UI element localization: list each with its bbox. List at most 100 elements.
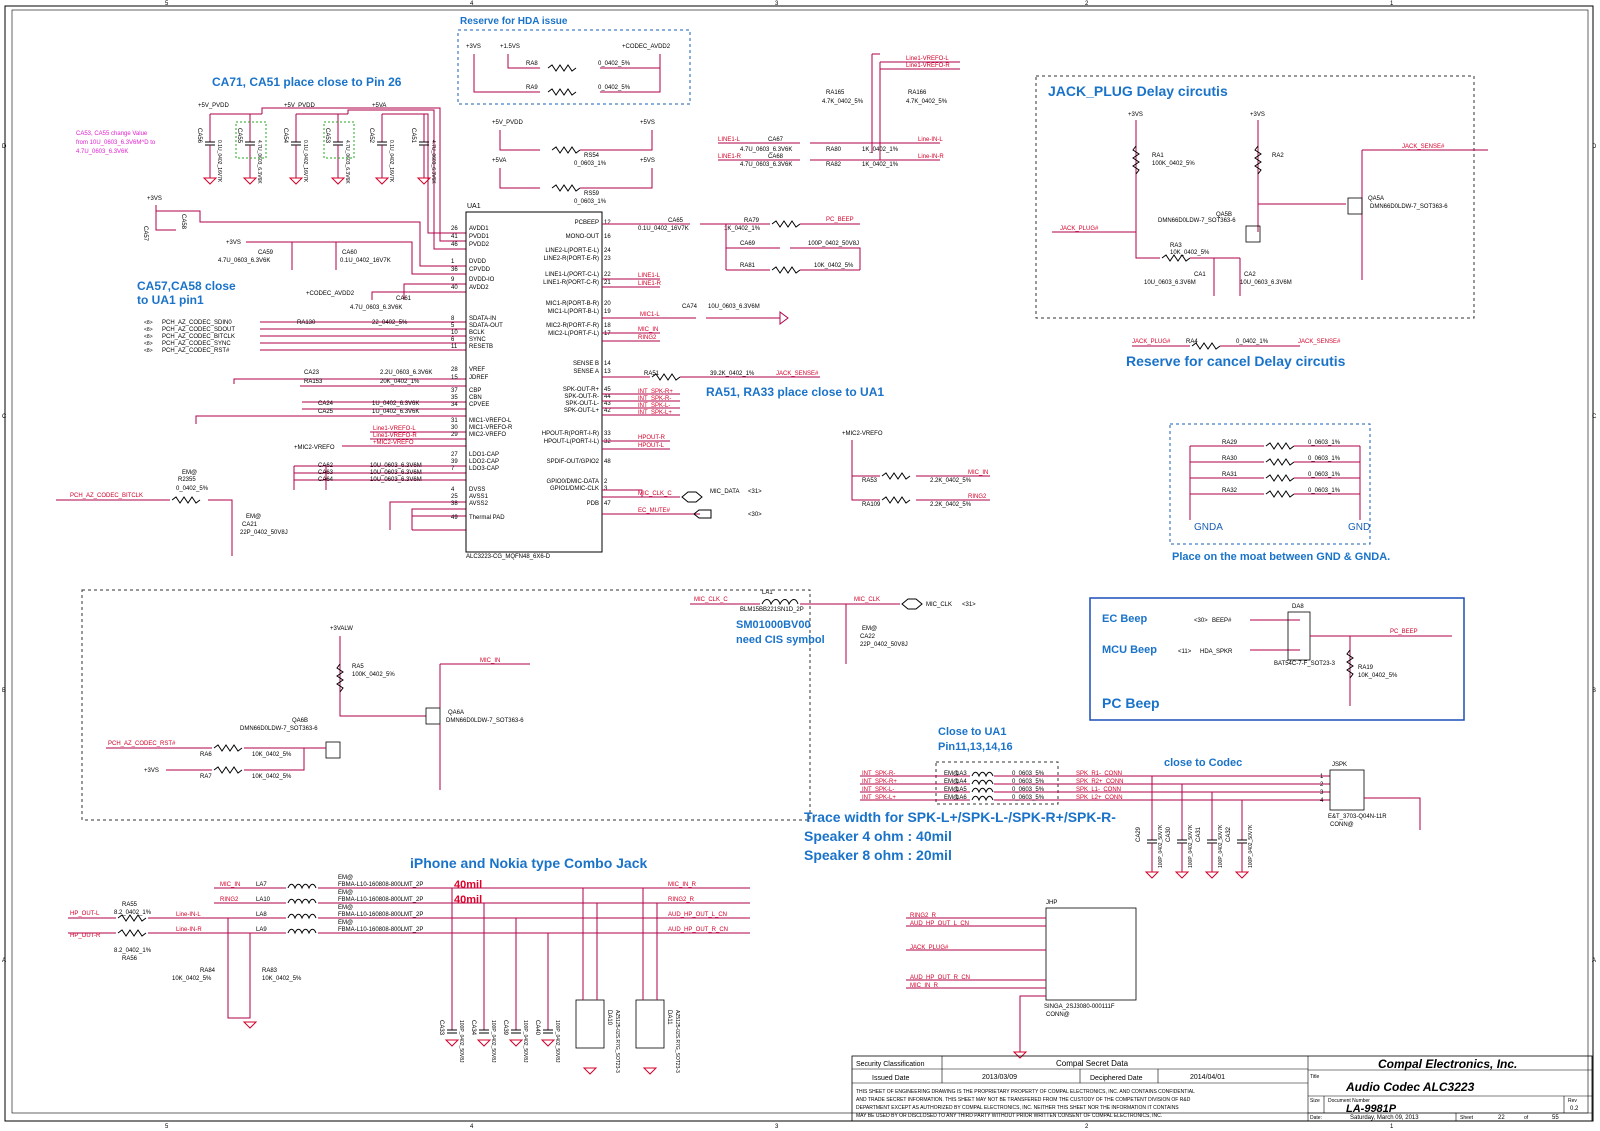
esd-ref: DA10	[606, 1010, 612, 1026]
ra51-ref: RA51	[644, 371, 660, 377]
int-spk-codec-net: INT_SPK-R+	[638, 389, 673, 395]
rail-3vs-ra7: +3VS	[144, 768, 159, 774]
ground-symbol	[642, 1067, 658, 1075]
ca69-value: 100P_0402_50V8J	[808, 241, 859, 247]
hda-reserve-box	[457, 29, 691, 105]
ground-symbol	[444, 1039, 460, 1047]
ra83-value: 10K_0402_5%	[262, 976, 302, 982]
codec-part: ALC3223-CG_MQFN48_6X6-D	[466, 554, 551, 560]
codec-pin-number: 46	[451, 242, 458, 248]
codec-pin-name: HPOUT-R(PORT-I-R)	[542, 431, 599, 437]
wire	[1019, 995, 1046, 1052]
ra19-value: 10K_0402_5%	[1358, 673, 1398, 679]
qa6a-ref: QA6A	[448, 710, 464, 716]
rail-3vs-ra2: +3VS	[1250, 112, 1265, 118]
capacitor-symbol	[511, 1029, 521, 1034]
ra4-ref: RA4	[1186, 339, 1198, 345]
ra8-ref: RA8	[526, 61, 538, 67]
ca22-ref: CA22	[860, 634, 876, 640]
codec-pin-number: 14	[604, 361, 611, 367]
qa6b-part: DMN66D0LDW-7_SOT363-6	[240, 726, 318, 732]
ruler-top-mark: 3	[775, 1, 779, 7]
inductor-symbol	[971, 795, 994, 802]
combo-left-net: Line-IN-L	[176, 912, 201, 918]
resistor-symbol	[117, 914, 147, 922]
ferrite-part: FBMA-L10-160808-800LMT_2P	[338, 912, 423, 918]
ra5-ref: RA5	[352, 664, 364, 670]
legal-4: MAY BE USED BY OR DISCLOSED TO ANY THIRD…	[856, 1113, 1162, 1119]
moat-box	[1169, 423, 1371, 545]
trace-width-1: Trace width for SPK-L+/SPK-L-/SPK-R+/SPK…	[804, 809, 1116, 825]
jack-plug-net-in: JACK_PLUG#	[1060, 226, 1099, 232]
codec-pin-number: 11	[451, 344, 458, 350]
codec-pin-name: AVDD2	[469, 285, 489, 291]
rail-5va-rs: +5VA	[492, 158, 506, 164]
jhp-net: AUD_HP_OUT_R_CN	[910, 975, 970, 981]
codec-pin-name: DVDD	[469, 259, 487, 265]
ferrite-ref: LA8	[256, 912, 267, 918]
qa5b-part: DMN66D0LDW-7_SOT363-6	[1158, 218, 1236, 224]
ruler-bottom-mark: 4	[470, 1124, 474, 1130]
ra79-value: 1K_0402_1%	[724, 226, 761, 232]
ra19-ref: RA19	[1358, 665, 1374, 671]
ra166-value: 4.7K_0402_5%	[906, 99, 948, 105]
spk-filter-value: 0_0603_5%	[1012, 787, 1045, 793]
codec-pin-number: 19	[604, 309, 611, 315]
sheet-label: Sheet	[1460, 1115, 1474, 1121]
capacitor-symbol	[205, 141, 215, 146]
jack-sense-codec: JACK_SENSE#	[776, 371, 819, 377]
codec-pin-name: SPK-OUT-R+	[563, 387, 600, 393]
rev-value: 0.2	[1570, 1106, 1579, 1112]
doc-value: LA-9981P	[1346, 1103, 1397, 1115]
ra1-ref: RA1	[1152, 153, 1164, 159]
codec-pin-name: CBP	[469, 388, 481, 394]
rail-3vs-c: +3VS	[226, 240, 241, 246]
trace-width-2: Speaker 4 ohm : 40mil	[804, 828, 952, 844]
ferrite-ref: LA9	[256, 927, 267, 933]
spk-cap-ref: CA29	[1136, 826, 1142, 842]
ruler-right-mark: C	[1592, 414, 1597, 420]
capacitor-symbol	[1237, 839, 1247, 844]
rs54-ref: RS54	[584, 153, 600, 159]
ca21-em: EM@	[246, 514, 261, 520]
ra53-value: 2.2K_0402_5%	[930, 478, 972, 484]
mic-in-qa6: MIC_IN	[480, 658, 500, 664]
mic-clk-net: MIC_CLK	[854, 597, 880, 603]
mic-data-ref: <31>	[748, 489, 762, 495]
codec-pin-number: 7	[451, 466, 455, 472]
codec-pin-number: 23	[604, 256, 611, 262]
ruler-left-mark: C	[2, 414, 7, 420]
r2355-ref: R2355	[178, 477, 196, 483]
ra3-ref: RA3	[1170, 243, 1182, 249]
codec-pin-name: Thermal PAD	[469, 515, 505, 521]
line1-r-codec: LINE1-R	[638, 281, 662, 287]
codec-pin-number: 25	[451, 494, 458, 500]
ca58-ref: CA58	[180, 214, 186, 230]
codec-pin-name: SPK-OUT-R-	[564, 394, 599, 400]
codec-pin-name: LDO3-CAP	[469, 466, 499, 472]
top-cap-value: 4.7U_0603_6.3V6K	[256, 140, 262, 184]
ra166-ref: RA166	[908, 90, 927, 96]
jack-sense-out: JACK_SENSE#	[1402, 144, 1445, 150]
sm01000-note-2: need CIS symbol	[736, 634, 825, 646]
ra79-ref: RA79	[744, 218, 760, 224]
ca2-value: 10U_0603_6.3V6M	[1240, 280, 1292, 286]
hda-ref: <8>	[144, 334, 153, 340]
top-cap-ref: CA53	[324, 128, 330, 144]
rail-15vs: +1.5VS	[500, 44, 520, 50]
sec-class-value: Compal Secret Data	[1056, 1059, 1129, 1068]
jhp-body	[1045, 907, 1137, 1001]
ca1-ref: CA1	[1194, 272, 1206, 278]
pc-beep-out: PC_BEEP	[1390, 629, 1418, 635]
mic-in-codec: MIC_IN	[638, 327, 658, 333]
codec-pin-name: LINE2-R(PORT-E-R)	[543, 256, 599, 262]
ferrite-bead-symbol	[287, 883, 317, 890]
em-mark: EM@	[944, 771, 959, 777]
legal-2: AND TRADE SECRET INFORMATION. THIS SHEET…	[856, 1097, 1191, 1103]
resistor-symbol	[1265, 458, 1295, 466]
codec-pin-number: 32	[604, 439, 611, 445]
codec-pin-number: 47	[604, 501, 611, 507]
da8-symbol	[1287, 611, 1311, 661]
em-mark: EM@	[944, 787, 959, 793]
ferrite-bead-symbol	[287, 928, 317, 935]
